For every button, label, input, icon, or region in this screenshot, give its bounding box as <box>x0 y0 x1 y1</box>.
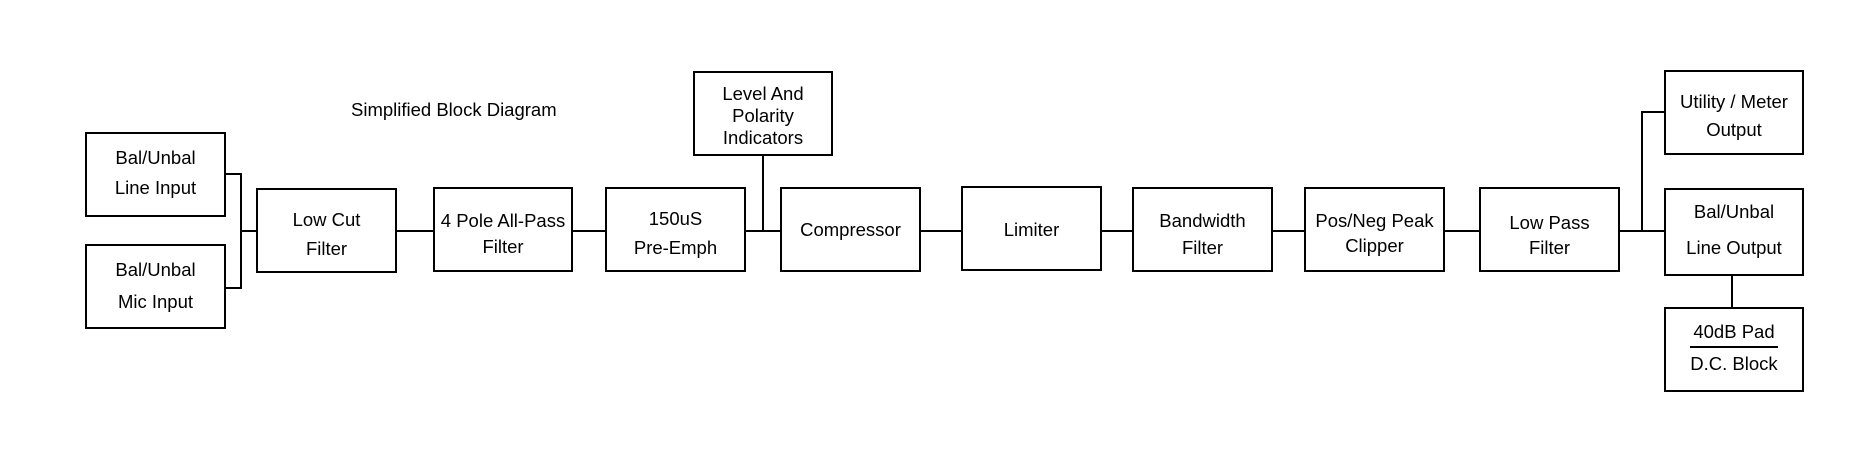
indicators-label-3: Indicators <box>723 127 803 148</box>
line-input-label-2: Line Input <box>115 177 196 198</box>
limiter-block: Limiter <box>961 186 1102 271</box>
pad-label-1: 40dB Pad <box>1693 321 1774 342</box>
bandwidth-filter-block: Bandwidth Filter <box>1132 187 1273 272</box>
allpass-label-2: Filter <box>482 236 523 257</box>
preemph-label-1: 150uS <box>649 208 703 229</box>
mic-input-block: Bal/Unbal Mic Input <box>85 244 226 329</box>
preemph-block: 150uS Pre-Emph <box>605 187 746 272</box>
low-pass-label-2: Filter <box>1529 237 1570 258</box>
low-cut-filter-block: Low Cut Filter <box>256 188 397 273</box>
utility-output-label-1: Utility / Meter <box>1680 91 1788 112</box>
bandwidth-label-1: Bandwidth <box>1159 210 1245 231</box>
line-output-label-1: Bal/Unbal <box>1694 201 1774 222</box>
mic-input-label-2: Mic Input <box>118 291 193 312</box>
compressor-label: Compressor <box>800 219 901 240</box>
pad-label-2: D.C. Block <box>1690 353 1778 374</box>
allpass-filter-block: 4 Pole All-Pass Filter <box>433 187 573 272</box>
line-input-block: Bal/Unbal Line Input <box>85 132 226 217</box>
clipper-block: Pos/Neg Peak Clipper <box>1304 187 1445 272</box>
indicators-label-1: Level And <box>722 83 803 104</box>
signal-wires <box>225 111 1733 308</box>
bandwidth-label-2: Filter <box>1182 237 1223 258</box>
limiter-label: Limiter <box>1004 219 1060 240</box>
low-cut-label-2: Filter <box>306 238 347 259</box>
clipper-label-1: Pos/Neg Peak <box>1315 210 1434 231</box>
diagram-title: Simplified Block Diagram <box>351 99 557 120</box>
mic-input-label-1: Bal/Unbal <box>115 259 195 280</box>
utility-output-block: Utility / Meter Output <box>1664 70 1804 155</box>
clipper-label-2: Clipper <box>1345 235 1404 256</box>
low-pass-filter-block: Low Pass Filter <box>1479 187 1620 272</box>
preemph-label-2: Pre-Emph <box>634 237 717 258</box>
utility-output-label-2: Output <box>1706 119 1762 140</box>
indicators-label-2: Polarity <box>732 105 794 126</box>
line-output-block: Bal/Unbal Line Output <box>1664 188 1804 276</box>
line-input-label-1: Bal/Unbal <box>115 147 195 168</box>
pad-dc-block: 40dB Pad D.C. Block <box>1664 307 1804 392</box>
low-pass-label-1: Low Pass <box>1509 212 1589 233</box>
indicators-block: Level And Polarity Indicators <box>693 71 833 156</box>
compressor-block: Compressor <box>780 187 921 272</box>
allpass-label-1: 4 Pole All-Pass <box>441 210 565 231</box>
low-cut-label-1: Low Cut <box>293 209 361 230</box>
line-output-label-2: Line Output <box>1686 237 1782 258</box>
